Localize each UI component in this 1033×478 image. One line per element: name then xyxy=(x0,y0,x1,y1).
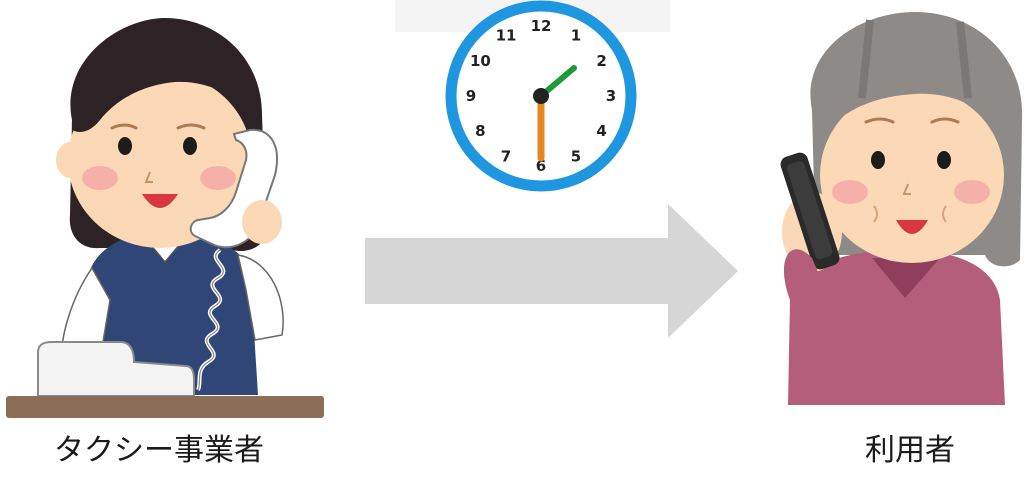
clock-center xyxy=(533,88,549,104)
operator-ear xyxy=(56,142,84,178)
clock-numeral: 9 xyxy=(466,87,476,105)
user-illustration xyxy=(778,12,1022,405)
clock-numeral: 4 xyxy=(596,122,606,140)
desk xyxy=(6,396,324,418)
clock-numeral: 7 xyxy=(501,148,511,166)
operator-eye xyxy=(183,137,197,155)
arrow-right-icon xyxy=(365,204,738,338)
user-cheek xyxy=(832,180,868,204)
clock-numeral: 8 xyxy=(475,122,485,140)
clock-numeral: 1 xyxy=(571,26,581,44)
clock-numeral: 3 xyxy=(606,87,616,105)
user-caption: 利用者 xyxy=(850,433,970,469)
clock-numeral: 5 xyxy=(571,148,581,166)
operator-hand xyxy=(242,200,282,244)
operator-cheek xyxy=(82,166,118,190)
user-cheek xyxy=(954,180,990,204)
user-eye xyxy=(871,151,885,169)
clock-numeral: 11 xyxy=(496,26,517,44)
operator-cheek xyxy=(200,166,236,190)
user-eye xyxy=(937,151,951,169)
clock-numeral: 10 xyxy=(470,52,491,70)
operator-caption: タクシー事業者 xyxy=(48,433,270,469)
clock-numeral: 12 xyxy=(531,17,552,35)
user-face xyxy=(820,87,1004,263)
clock-numeral: 2 xyxy=(596,52,606,70)
taxi-operator-illustration xyxy=(6,18,324,418)
operator-eye xyxy=(118,137,132,155)
